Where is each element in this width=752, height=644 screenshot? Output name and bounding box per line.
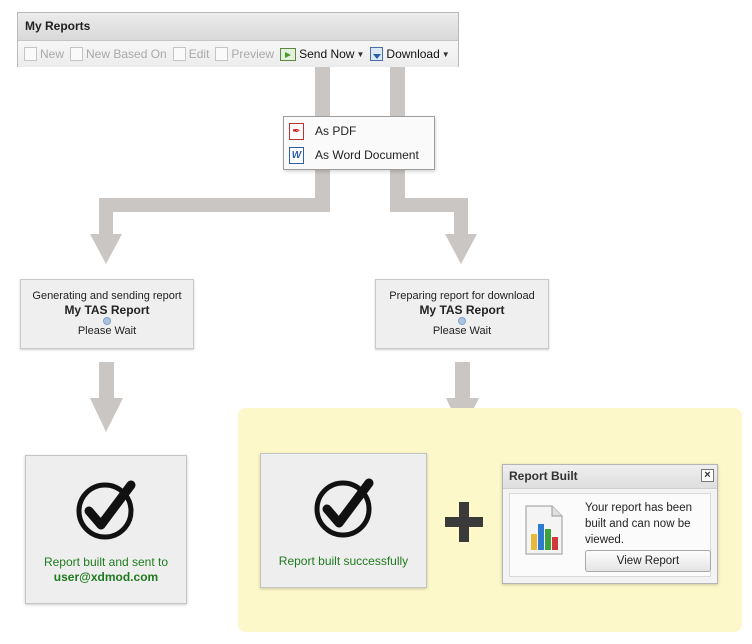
download-progress-box: Preparing report for download My TAS Rep… bbox=[375, 279, 549, 349]
send-now-button[interactable]: Send Now ▼ bbox=[280, 47, 364, 61]
sending-progress-box: Generating and sending report My TAS Rep… bbox=[20, 279, 194, 349]
view-report-button[interactable]: View Report bbox=[585, 550, 711, 572]
download-button-label: Download bbox=[386, 47, 440, 61]
loading-spinner-icon bbox=[103, 317, 111, 325]
connector-send-horizontal bbox=[99, 198, 330, 212]
report-toolbar: New New Based On Edit Preview Send Now ▼… bbox=[18, 41, 458, 67]
connector-download-drop bbox=[454, 198, 468, 234]
checkmark-icon bbox=[76, 480, 136, 540]
copy-report-icon bbox=[70, 47, 84, 61]
new-button[interactable]: New bbox=[24, 47, 64, 61]
preview-button[interactable]: Preview bbox=[215, 47, 274, 61]
notification-title: Report Built bbox=[509, 469, 578, 483]
notification-body: Your report has been built and can now b… bbox=[509, 493, 711, 577]
download-wait-text: Please Wait bbox=[432, 325, 492, 337]
word-document-icon: W bbox=[289, 146, 304, 164]
report-chart-icon bbox=[525, 505, 563, 555]
menu-item-as-word-label: As Word Document bbox=[315, 148, 419, 162]
sending-report-name: My TAS Report bbox=[64, 303, 150, 317]
menu-item-as-pdf[interactable]: ✒ As PDF bbox=[284, 119, 434, 143]
checkmark-icon bbox=[314, 478, 373, 538]
download-status-text: Preparing report for download bbox=[389, 290, 535, 302]
plus-icon bbox=[445, 502, 483, 542]
report-built-notification: Report Built × Your report has been buil… bbox=[502, 464, 718, 584]
connector-sent-arrowhead bbox=[90, 398, 123, 432]
connector-download-horizontal bbox=[390, 198, 468, 212]
connector-send-drop bbox=[99, 198, 113, 234]
new-report-icon bbox=[24, 47, 37, 61]
new-based-on-button-label: New Based On bbox=[86, 47, 167, 61]
close-icon[interactable]: × bbox=[701, 469, 714, 482]
menu-item-as-pdf-label: As PDF bbox=[315, 124, 357, 138]
pdf-icon: ✒ bbox=[289, 122, 304, 140]
edit-button[interactable]: Edit bbox=[172, 47, 210, 61]
panel-title: My Reports bbox=[18, 13, 458, 41]
download-dropdown-arrow-icon[interactable]: ▼ bbox=[441, 49, 450, 59]
connector-download-arrowhead bbox=[445, 234, 477, 264]
connector-sent-shaft bbox=[99, 362, 114, 398]
loading-spinner-icon bbox=[458, 317, 466, 325]
download-report-name: My TAS Report bbox=[419, 303, 505, 317]
connector-built-shaft bbox=[455, 362, 470, 398]
download-format-menu: ✒ As PDF W As Word Document bbox=[283, 116, 435, 170]
download-icon bbox=[370, 47, 384, 61]
menu-item-as-word[interactable]: W As Word Document bbox=[284, 143, 434, 167]
download-button[interactable]: Download ▼ bbox=[370, 47, 450, 61]
download-result-box: Report built successfully bbox=[260, 453, 427, 588]
preview-button-label: Preview bbox=[231, 47, 275, 61]
edit-button-label: Edit bbox=[188, 47, 210, 61]
new-button-label: New bbox=[40, 47, 65, 61]
download-result-text: Report built successfully bbox=[278, 554, 409, 568]
sending-status-text: Generating and sending report bbox=[32, 290, 182, 302]
send-email-icon bbox=[280, 47, 297, 61]
notification-header: Report Built × bbox=[503, 465, 717, 489]
my-reports-panel: My Reports New New Based On Edit Preview… bbox=[17, 12, 459, 67]
edit-report-icon bbox=[172, 47, 186, 61]
new-based-on-button[interactable]: New Based On bbox=[70, 47, 167, 61]
sending-wait-text: Please Wait bbox=[77, 325, 137, 337]
sent-result-text: Report built and sent to bbox=[43, 555, 169, 569]
sent-result-email: user@xdmod.com bbox=[53, 570, 159, 584]
send-now-dropdown-arrow-icon[interactable]: ▼ bbox=[356, 49, 365, 59]
preview-report-icon bbox=[215, 47, 229, 61]
connector-send-arrowhead bbox=[90, 234, 122, 264]
send-now-button-label: Send Now bbox=[299, 47, 355, 61]
sent-result-box: Report built and sent to user@xdmod.com bbox=[25, 455, 187, 604]
notification-message: Your report has been built and can now b… bbox=[585, 502, 692, 546]
